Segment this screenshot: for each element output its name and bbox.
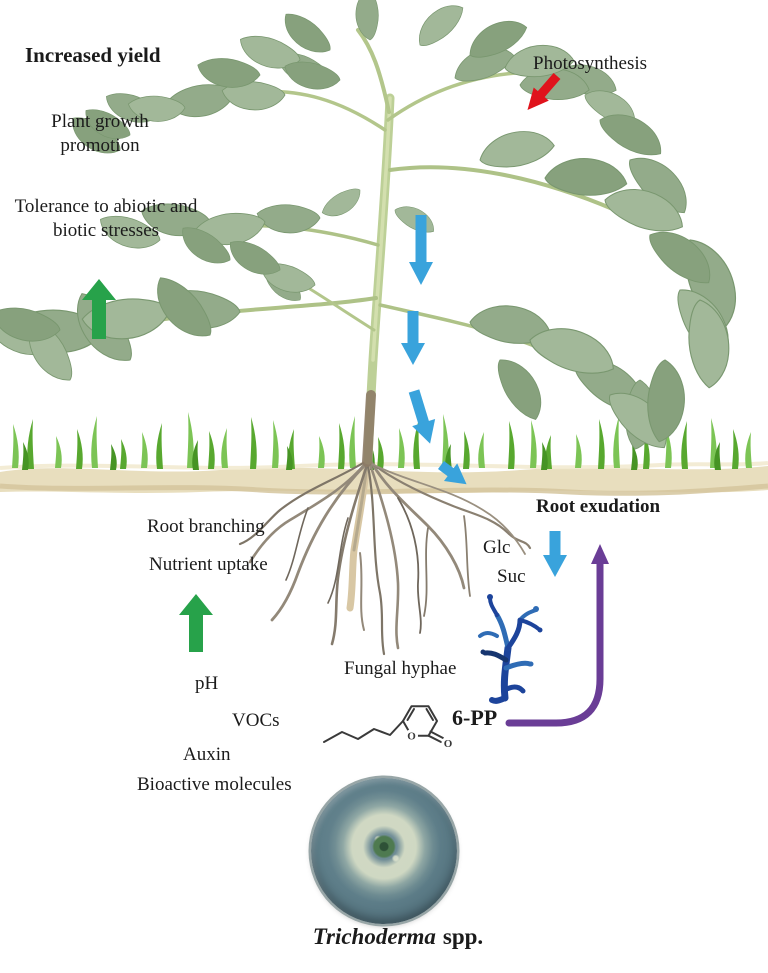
label-increased-yield: Increased yield [25,43,161,67]
label-bioactive-molecules: Bioactive molecules [137,774,292,795]
label-root-exudation: Root exudation [536,496,661,517]
ring-oxygen-label: O [407,731,416,743]
label-suc: Suc [497,566,526,587]
trichoderma-genus: Trichoderma [312,924,436,949]
label-plant-growth-promotion: Plant growth promotion [28,110,172,159]
label-six-pp: 6-PP [452,705,498,730]
label-auxin: Auxin [183,744,231,765]
carbonyl-oxygen-label: O [444,738,453,750]
label-plant-growth-line1: Plant growth [51,111,149,132]
label-plant-growth-line2: promotion [60,135,140,157]
label-root-branching: Root branching [147,516,265,537]
label-ph: pH [195,673,219,694]
trichoderma-species: spp. [442,924,484,949]
label-fungal-hyphae: Fungal hyphae [344,658,457,679]
label-nutrient-uptake: Nutrient uptake [149,554,268,575]
label-tolerance: Tolerance to abiotic and biotic stresses [0,195,212,244]
petri-dish-image [311,778,457,924]
label-glc: Glc [483,537,511,558]
label-photosynthesis: Photosynthesis [533,53,648,74]
root-system [238,454,532,656]
label-vocs: VOCs [232,710,280,731]
label-tolerance-line1: Tolerance to abiotic and [14,196,198,217]
six-pp-molecule: O O [323,705,455,750]
label-tolerance-line2: biotic stresses [52,220,160,242]
